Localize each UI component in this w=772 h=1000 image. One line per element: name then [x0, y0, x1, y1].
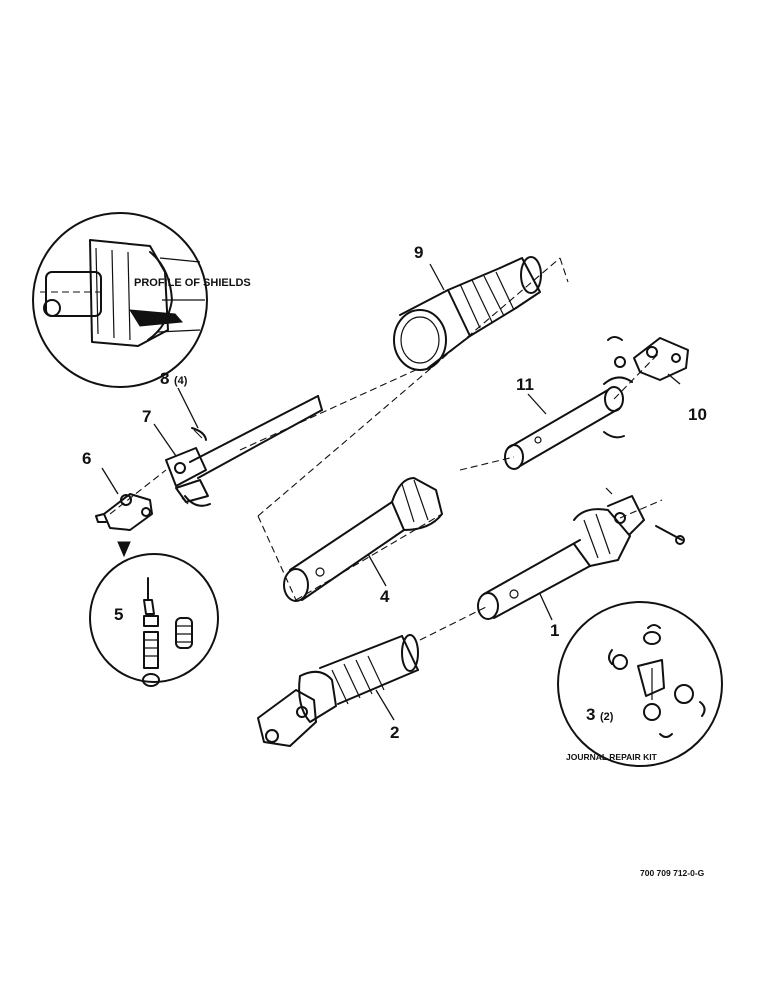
profile-of-shields-label: PROFILE OF SHIELDS [134, 277, 251, 289]
callout-8: 8 [160, 369, 169, 388]
callout-numbers: 9 8 (4) 7 6 5 11 10 4 1 2 3 (2) [82, 243, 707, 742]
callout-4: 4 [380, 587, 390, 606]
part-9-outer-shield [393, 256, 542, 371]
part-6-yoke [95, 493, 153, 531]
callout-9: 9 [414, 243, 423, 262]
part-4-shield-tube [283, 477, 443, 602]
profile-of-shields-detail: PROFILE OF SHIELDS [32, 212, 251, 388]
callout-1: 1 [550, 621, 559, 640]
assembly-dashed-lines [109, 257, 663, 641]
part-3-journal-kit-detail: JOURNAL REPAIR KIT [557, 601, 723, 767]
callout-8-qty: (4) [174, 375, 188, 387]
callout-5: 5 [114, 605, 123, 624]
callout-3: 3 [586, 705, 595, 724]
leader-lines [101, 263, 681, 721]
callout-11: 11 [516, 375, 534, 394]
journal-repair-kit-label: JOURNAL REPAIR KIT [566, 752, 658, 762]
callout-2: 2 [390, 723, 399, 742]
callout-7: 7 [142, 407, 151, 426]
part-1-outer-tube [477, 487, 685, 620]
callout-6: 6 [82, 449, 91, 468]
part-11-inner-tube [504, 336, 633, 470]
part-2-shield-and-yoke [257, 634, 419, 747]
part-10-yoke [633, 337, 689, 381]
callout-3-qty: (2) [600, 711, 614, 723]
callout-10: 10 [688, 405, 707, 424]
drawing-number: 700 709 712-0-G [640, 868, 705, 878]
part-5-detail [89, 541, 219, 687]
part-7-inner-shaft-assembly [165, 395, 323, 507]
